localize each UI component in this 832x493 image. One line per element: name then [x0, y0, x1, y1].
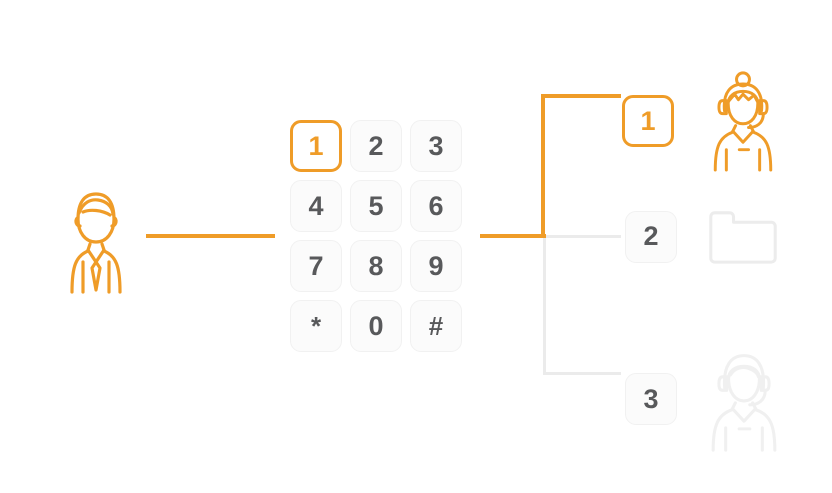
- option-3[interactable]: 3: [625, 346, 783, 452]
- connector-branch-to-option-2: [543, 235, 621, 238]
- keypad-key-2[interactable]: 2: [350, 120, 402, 172]
- keypad-key-7[interactable]: 7: [290, 240, 342, 292]
- option-1[interactable]: 1: [622, 70, 780, 172]
- connector-branch-to-option-1: [541, 94, 621, 98]
- female-headset-agent-icon: [706, 70, 780, 172]
- connector-branch-to-option-3: [543, 372, 621, 375]
- connector-branch-vertical-active: [541, 94, 545, 238]
- folder-icon: [707, 209, 779, 264]
- option-3-key[interactable]: 3: [625, 373, 677, 425]
- connector-caller-to-keypad: [146, 234, 275, 238]
- businessman-icon: [50, 182, 142, 294]
- connector-branch-vertical-inactive: [543, 235, 546, 375]
- option-2[interactable]: 2: [625, 209, 779, 264]
- phone-keypad: 1 2 3 4 5 6 7 8 9 * 0 #: [290, 120, 462, 352]
- keypad-key-3[interactable]: 3: [410, 120, 462, 172]
- male-headset-agent-icon: [705, 346, 783, 452]
- keypad-key-9[interactable]: 9: [410, 240, 462, 292]
- keypad-key-4[interactable]: 4: [290, 180, 342, 232]
- connector-keypad-to-branch: [480, 234, 546, 238]
- keypad-key-1[interactable]: 1: [290, 120, 342, 172]
- option-2-key[interactable]: 2: [625, 210, 677, 263]
- keypad-key-0[interactable]: 0: [350, 300, 402, 352]
- keypad-key-asterisk[interactable]: *: [290, 300, 342, 352]
- keypad-key-5[interactable]: 5: [350, 180, 402, 232]
- keypad-key-8[interactable]: 8: [350, 240, 402, 292]
- keypad-key-6[interactable]: 6: [410, 180, 462, 232]
- option-1-key[interactable]: 1: [622, 95, 674, 147]
- keypad-key-hash[interactable]: #: [410, 300, 462, 352]
